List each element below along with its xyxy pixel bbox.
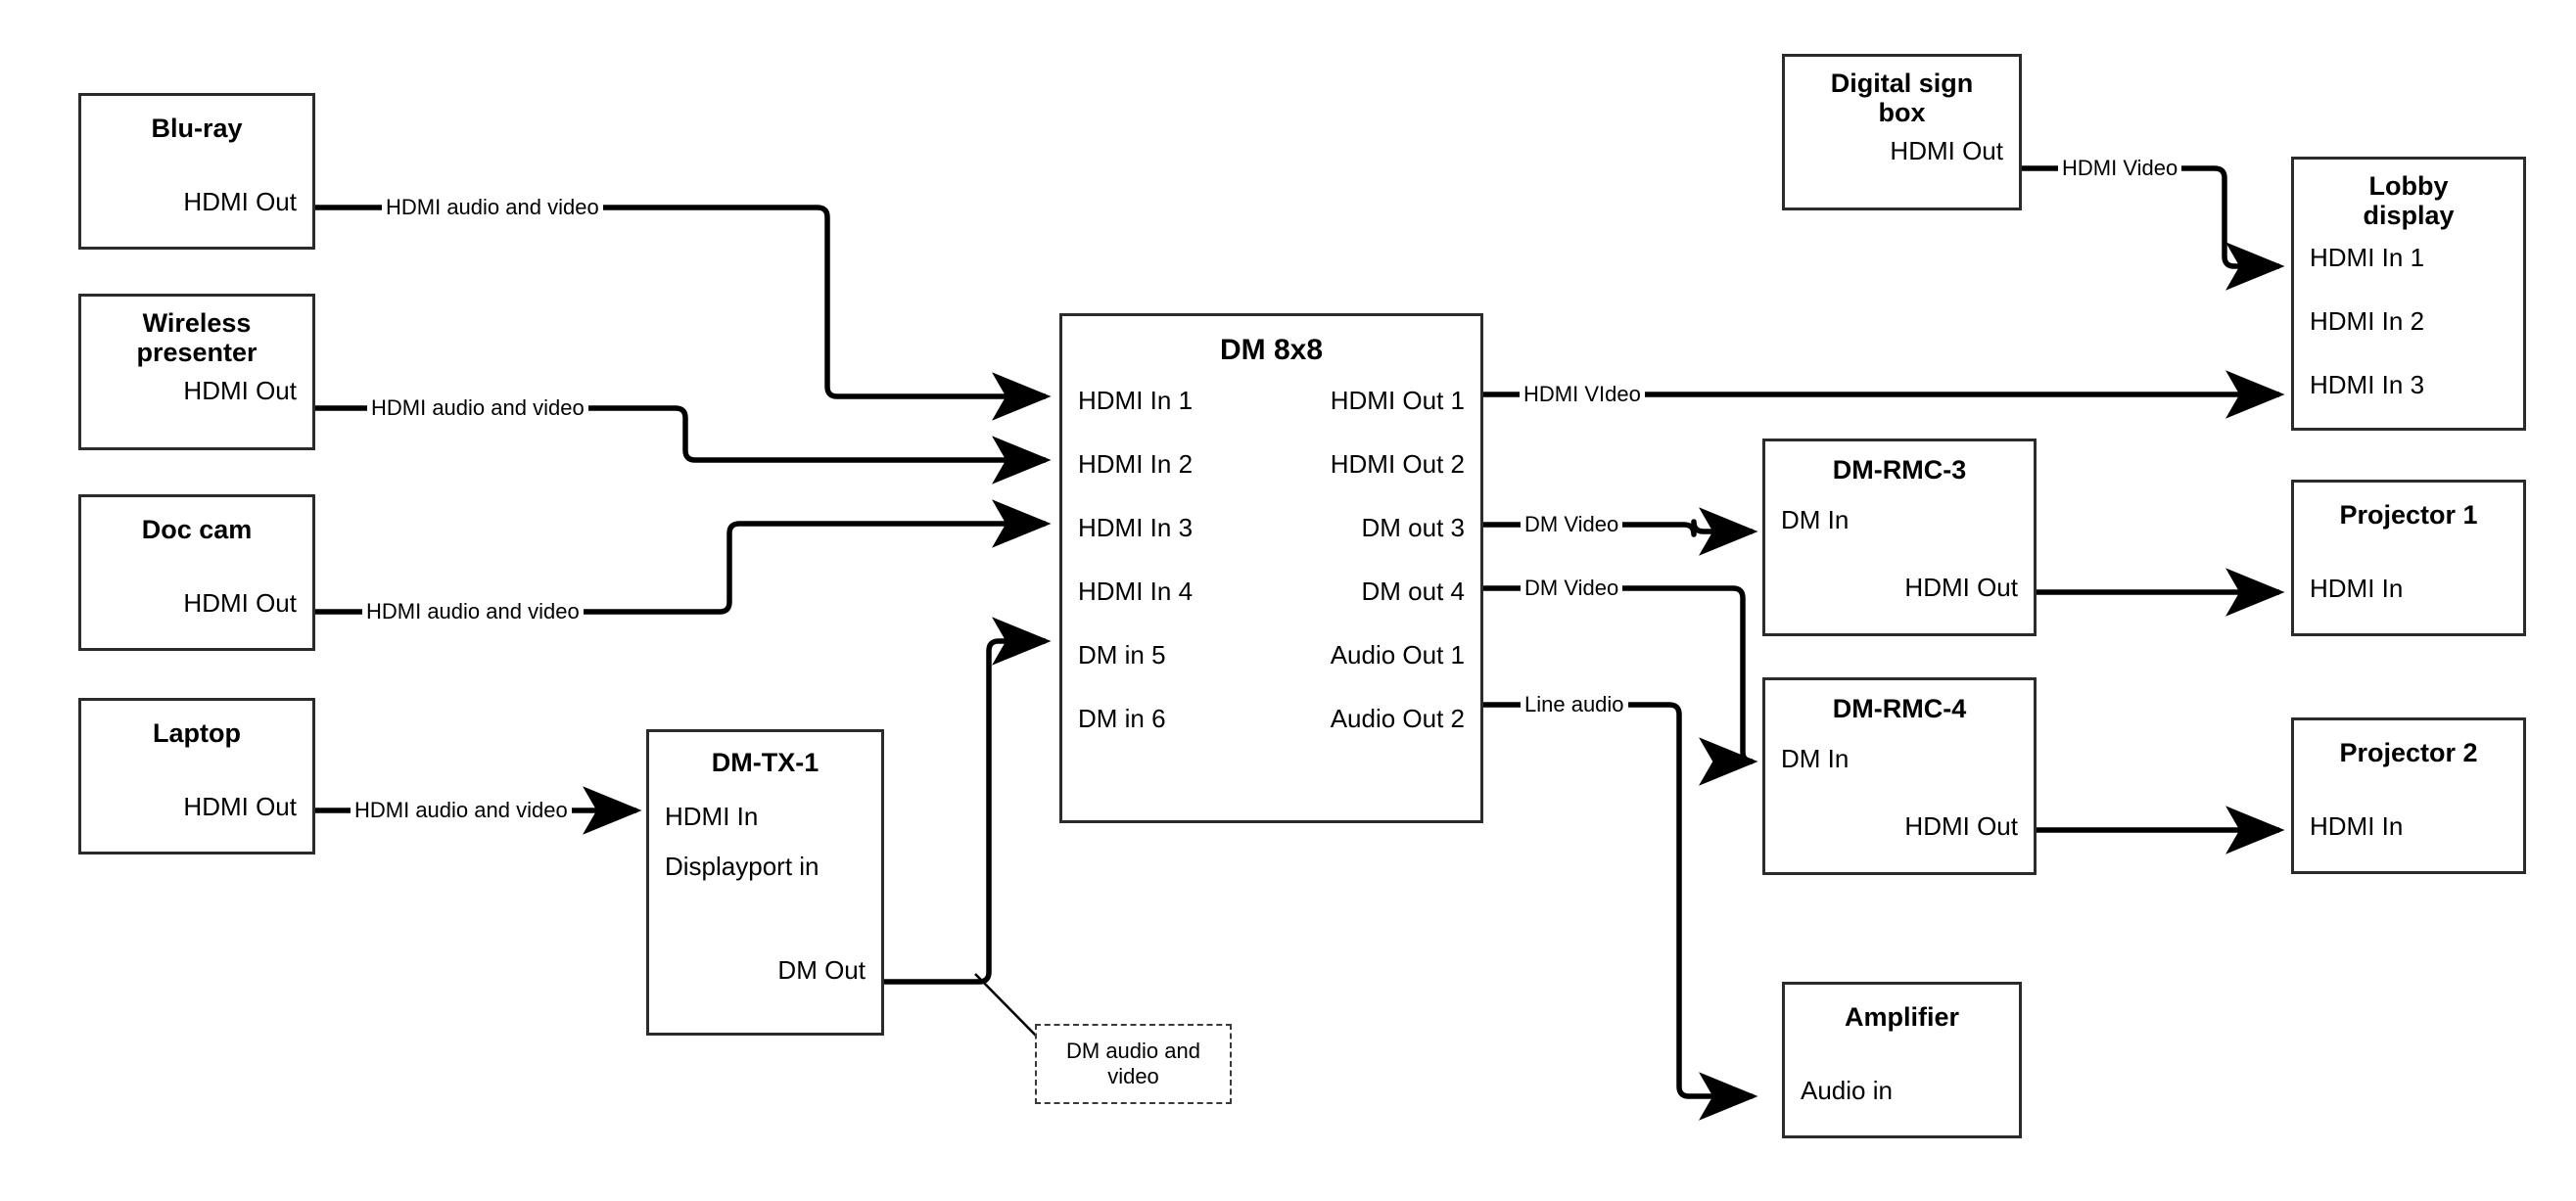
node-dm-8x8-input-dm-in-5: DM in 5 [1078,639,1166,670]
node-doc-cam[interactable]: Doc cam HDMI Out [78,494,315,651]
node-bluray[interactable]: Blu-ray HDMI Out [78,93,315,250]
node-dm-8x8-input-hdmi-in-2: HDMI In 2 [1078,448,1194,479]
callout-dm-audio-and-video: DM audio and video [1035,1024,1232,1104]
node-dm-tx-1-port-hdmi-in: HDMI In [665,802,759,832]
node-projector-1-port-hdmi-in: HDMI In [2310,574,2404,604]
node-dm-8x8-input-dm-in-6: DM in 6 [1078,703,1166,733]
node-bluray-port-hdmi-out: HDMI Out [183,187,297,217]
node-dm-8x8-output-dm-out-3: DM out 3 [1361,512,1466,542]
node-dm-8x8-title: DM 8x8 [1219,334,1324,366]
node-dm-tx-1-port-dm-out: DM Out [777,955,866,986]
node-lobby-display-port-hdmi-in-1: HDMI In 1 [2310,243,2425,273]
node-projector-2-title: Projector 2 [2339,738,2478,767]
node-dm-rmc-3[interactable]: DM-RMC-3 DM In HDMI Out [1762,439,2037,636]
wire-label-laptop-to-tx: HDMI audio and video [351,800,572,821]
wire-label-doccam-to-dm: HDMI audio and video [362,601,584,623]
node-projector-1-title: Projector 1 [2339,500,2478,530]
wire-dm8x8-audio1-to-amp [1483,702,1758,1121]
node-laptop[interactable]: Laptop HDMI Out [78,698,315,855]
node-amplifier[interactable]: Amplifier Audio in [1782,982,2022,1138]
node-dm-8x8-input-hdmi-in-4: HDMI In 4 [1078,576,1194,606]
node-dm-rmc-4-title: DM-RMC-4 [1832,694,1967,723]
wire-bluray-to-dm8x8 [315,205,1052,421]
node-dm-rmc-4-port-hdmi-out: HDMI Out [1904,810,2018,841]
node-dm-tx-1-title: DM-TX-1 [711,748,820,777]
wire-label-sign-to-lobby: HDMI Video [2058,158,2182,179]
node-dm-tx-1-port-displayport-in: Displayport in [665,851,820,881]
wire-dmtx1-to-dm8x8 [884,617,1052,985]
node-digital-sign-box[interactable]: Digital sign box HDMI Out [1782,54,2022,210]
wire-dm8x8-out3-to-rmc3 [1483,507,1758,556]
node-doc-cam-port-hdmi-out: HDMI Out [183,588,297,619]
node-dm-rmc-4[interactable]: DM-RMC-4 DM In HDMI Out [1762,677,2037,875]
node-projector-1[interactable]: Projector 1 HDMI In [2291,480,2526,636]
wire-label-bluray-to-dm: HDMI audio and video [382,197,603,218]
node-lobby-display[interactable]: Lobby display HDMI In 1 HDMI In 2 HDMI I… [2291,157,2526,431]
node-dm-tx-1[interactable]: DM-TX-1 HDMI In Displayport in DM Out [646,729,884,1036]
node-amplifier-port-audio-in: Audio in [1801,1076,1893,1106]
node-lobby-display-port-hdmi-in-3: HDMI In 3 [2310,369,2425,399]
node-digital-sign-box-title: Digital sign box [1830,69,1974,128]
wire-label-dm-out4-to-rmc4: DM Video [1521,577,1623,599]
node-dm-8x8[interactable]: DM 8x8 HDMI In 1 HDMI In 2 HDMI In 3 HDM… [1059,313,1483,823]
node-bluray-title: Blu-ray [151,114,243,143]
node-projector-2[interactable]: Projector 2 HDMI In [2291,717,2526,874]
callout-dm-audio-and-video-text: DM audio and video [1066,1038,1200,1088]
wire-label-dm-audio1-to-amp: Line audio [1521,694,1628,716]
wire-wireless-to-dm8x8 [315,405,1052,485]
wire-dm8x8-out4-to-rmc4 [1483,585,1758,786]
wire-label-dm-out3-to-rmc3: DM Video [1521,514,1623,535]
node-laptop-port-hdmi-out: HDMI Out [183,792,297,822]
node-wireless-presenter-title: Wireless presenter [136,308,258,368]
node-dm-rmc-3-title: DM-RMC-3 [1832,455,1967,485]
wire-label-wireless-to-dm: HDMI audio and video [367,397,588,419]
node-dm-8x8-output-audio-out-1: Audio Out 1 [1330,639,1465,670]
wire-sign-to-lobby [2022,165,2285,291]
node-dm-rmc-4-port-dm-in: DM In [1781,744,1850,774]
callout-leader-line [974,973,1039,1039]
node-dm-8x8-input-hdmi-in-1: HDMI In 1 [1078,385,1194,415]
node-wireless-presenter[interactable]: Wireless presenter HDMI Out [78,294,315,450]
node-dm-8x8-output-audio-out-2: Audio Out 2 [1330,703,1465,733]
node-dm-8x8-output-hdmi-out-2: HDMI Out 2 [1330,448,1465,479]
node-dm-8x8-input-hdmi-in-3: HDMI In 3 [1078,512,1194,542]
node-projector-2-port-hdmi-in: HDMI In [2310,811,2404,842]
node-dm-rmc-3-port-dm-in: DM In [1781,505,1850,535]
node-wireless-presenter-port-hdmi-out: HDMI Out [183,376,297,406]
node-laptop-title: Laptop [153,718,241,748]
node-digital-sign-box-port-hdmi-out: HDMI Out [1890,136,2003,166]
node-dm-8x8-output-dm-out-4: DM out 4 [1361,576,1466,606]
node-lobby-display-title: Lobby display [2363,171,2455,231]
node-lobby-display-port-hdmi-in-2: HDMI In 2 [2310,306,2425,337]
node-doc-cam-title: Doc cam [141,515,253,544]
wire-label-dm-hdmiout1-to-lobby: HDMI VIdeo [1520,384,1645,405]
node-amplifier-title: Amplifier [1844,1002,1960,1032]
wire-doccam-to-dm8x8 [315,499,1052,615]
node-dm-rmc-3-port-hdmi-out: HDMI Out [1904,572,2018,602]
node-dm-8x8-output-hdmi-out-1: HDMI Out 1 [1330,385,1465,415]
